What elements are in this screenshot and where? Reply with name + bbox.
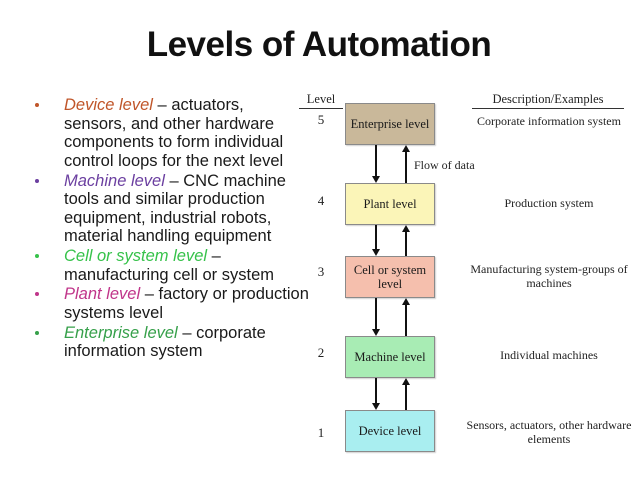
list-item-lead: Machine level: [64, 171, 165, 190]
bullet-marker: [35, 330, 39, 335]
description-level-5: Corporate information system: [477, 114, 621, 128]
description-level-4: Production system: [504, 196, 594, 210]
level-number-3: 3: [317, 264, 325, 279]
bullet-marker: [35, 178, 39, 183]
level-number-5: 5: [317, 112, 325, 127]
list-item-rest: – actuators, sensors, and other hardware…: [64, 96, 284, 170]
level-number-2: 2: [317, 345, 325, 360]
arrow-up-3-to-4: [401, 225, 410, 256]
level-number-1: 1: [317, 425, 325, 440]
levels-diagram: Level 5 4 3 2 1 Enterprise level Plant l…: [295, 88, 475, 468]
list-item-lead: Device level: [64, 96, 153, 114]
list-item-lead: Cell or system level: [64, 247, 208, 266]
node-machine-level[interactable]: Machine level: [345, 336, 435, 378]
flow-of-data-label: Flow of data: [414, 158, 475, 172]
arrow-down-2-to-1: [371, 378, 380, 410]
list-item-lead: Plant level: [64, 285, 141, 304]
arrow-down-3-to-2: [371, 298, 380, 336]
level-column-header: Level: [299, 92, 343, 109]
description-level-3: Manufacturing system-groups of machines: [470, 262, 628, 291]
list-item: Enterprise level – corporate information…: [28, 324, 310, 361]
node-cell-or-system-level[interactable]: Cell or system level: [345, 256, 435, 298]
description-column-header: Description/Examples: [472, 92, 624, 109]
level-number-4: 4: [317, 193, 325, 208]
page-title: Levels of Automation: [146, 25, 492, 64]
bullet-list: Device level – actuators, sensors, and o…: [28, 96, 310, 362]
bullet-marker: [35, 103, 39, 107]
arrow-up-4-to-5: [401, 145, 410, 183]
list-item-rest: – CNC machine tools and similar producti…: [64, 171, 286, 246]
node-plant-level[interactable]: Plant level: [345, 183, 435, 225]
description-level-1: Sensors, actuators, other hardware eleme…: [466, 418, 632, 447]
list-item-rest: – corporate information system: [64, 323, 266, 361]
arrow-down-4-to-3: [371, 225, 380, 256]
bullet-marker: [35, 254, 39, 259]
list-item: Cell or system level – manufacturing cel…: [28, 247, 310, 284]
description-level-2: Individual machines: [500, 348, 598, 362]
list-item: Plant level – factory or production syst…: [28, 285, 310, 322]
node-device-level[interactable]: Device level: [345, 410, 435, 452]
arrow-down-5-to-4: [371, 145, 380, 183]
list-item-rest: – manufacturing cell or system: [64, 247, 274, 284]
arrow-up-2-to-3: [401, 298, 410, 336]
node-enterprise-level[interactable]: Enterprise level: [345, 103, 435, 145]
list-item: Device level – actuators, sensors, and o…: [28, 96, 310, 171]
list-item: Machine level – CNC machine tools and si…: [28, 172, 310, 247]
arrow-up-1-to-2: [401, 378, 410, 410]
description-column: Description/Examples Corporate informati…: [462, 88, 636, 468]
list-item-lead: Enterprise level: [64, 323, 178, 342]
bullet-marker: [35, 292, 39, 297]
list-item-rest: – factory or production systems level: [64, 285, 309, 323]
